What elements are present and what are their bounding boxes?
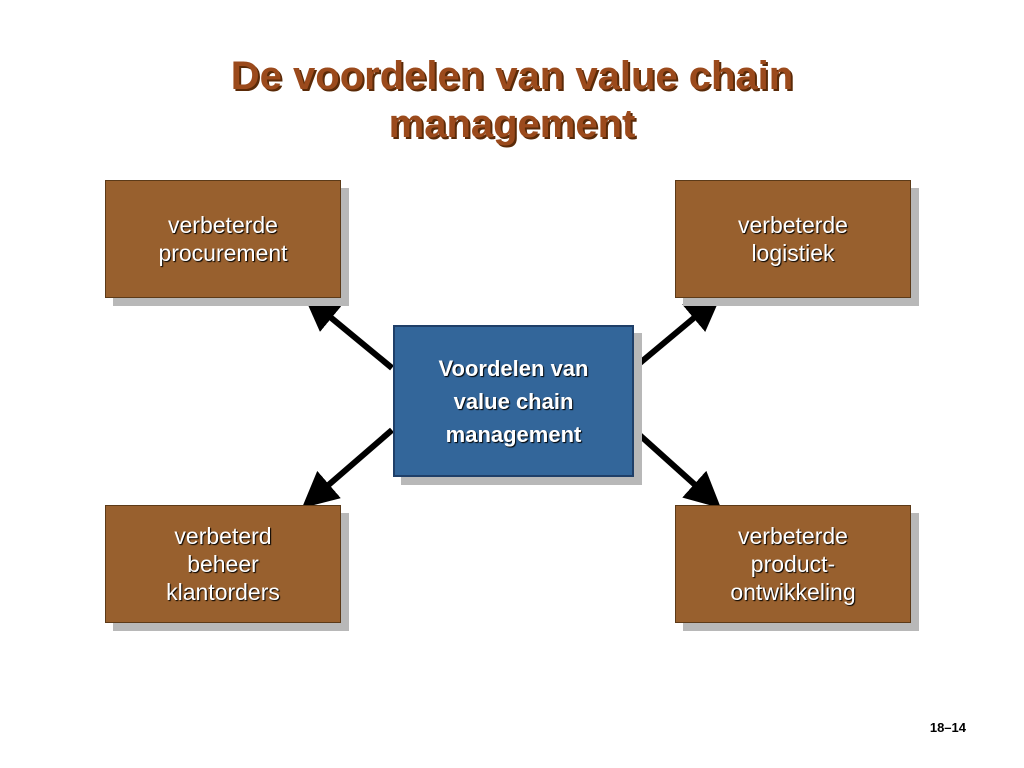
arrow-to-top-right (632, 295, 722, 371)
arrow-to-top-left (303, 295, 394, 371)
central-benefits-box: Voordelen van value chain management (393, 325, 634, 477)
arrow-to-bottom-right (631, 427, 722, 509)
benefit-label-procurement: verbeterde procurement (158, 212, 288, 266)
benefit-box-customer-orders: verbeterd beheer klantorders (105, 505, 341, 623)
page-number: 18–14 (929, 720, 966, 735)
slide-title-text: De voordelen van value chain management (230, 54, 794, 146)
benefit-box-procurement: verbeterde procurement (105, 180, 341, 298)
benefit-box-product-development: verbeterde product- ontwikkeling (675, 505, 911, 623)
benefit-label-logistics: verbeterde logistiek (738, 212, 848, 266)
benefit-box-logistics: verbeterde logistiek (675, 180, 911, 298)
central-benefits-label: Voordelen van value chain management (438, 355, 589, 447)
arrow-to-bottom-left (301, 427, 394, 509)
slide-title: De voordelen van value chain management (112, 52, 912, 148)
benefit-label-product-development: verbeterde product- ontwikkeling (730, 523, 856, 605)
benefit-label-customer-orders: verbeterd beheer klantorders (166, 523, 280, 605)
